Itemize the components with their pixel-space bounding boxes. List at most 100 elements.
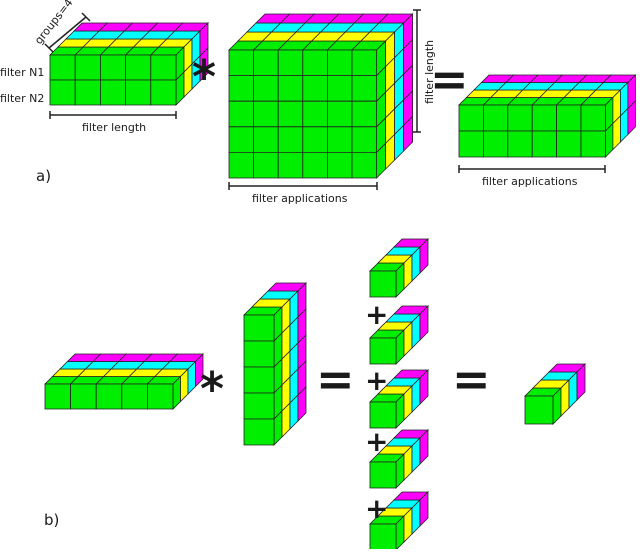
convolution-operator-b: *: [200, 362, 224, 416]
front-cell: [351, 151, 378, 179]
front-cell: [369, 270, 397, 298]
front-cell: [228, 75, 255, 102]
side-cell: [419, 238, 429, 274]
filter-block-b: [44, 353, 204, 410]
side-cell: [403, 115, 414, 152]
filter-applications-label-1: filter applications: [252, 192, 348, 205]
front-cell: [369, 401, 397, 429]
front-cell: [121, 383, 148, 410]
front-cell: [100, 54, 126, 81]
filter-applications-bracket-2: [458, 165, 606, 173]
filter-applications-label-2: filter applications: [482, 175, 578, 188]
front-cell: [351, 49, 378, 76]
front-cell: [243, 392, 275, 420]
front-cell: [369, 523, 397, 551]
partial-product-3: [369, 369, 429, 429]
front-cell: [326, 100, 353, 128]
front-cell: [253, 100, 279, 128]
front-cell: [507, 104, 533, 132]
front-cell: [125, 79, 152, 106]
front-cell: [580, 130, 606, 158]
part-a-label: a): [36, 167, 51, 185]
plus-operator-2: +: [365, 364, 388, 397]
partial-product-1: [369, 238, 429, 298]
front-cell: [150, 79, 177, 106]
front-cell: [326, 75, 353, 102]
front-cell: [277, 126, 304, 153]
equals-operator-b1: =: [316, 352, 355, 406]
front-cell: [302, 75, 328, 102]
front-cell: [243, 314, 275, 342]
front-cell: [243, 366, 275, 394]
front-cell: [326, 49, 353, 76]
output-block-a: [458, 74, 637, 158]
groups-bracket: [44, 12, 91, 53]
filter-length-label: filter length: [82, 121, 146, 134]
front-cell: [253, 49, 279, 76]
front-cell: [253, 126, 279, 153]
filter-block-a: [49, 22, 209, 106]
input-block-a: [228, 13, 414, 179]
partial-product-2: [369, 305, 429, 365]
front-cell: [228, 49, 255, 76]
front-cell: [524, 395, 554, 425]
front-cell: [243, 340, 275, 368]
front-cell: [49, 54, 76, 81]
front-cell: [369, 461, 397, 489]
equals-operator-a: =: [430, 52, 469, 106]
partial-product-4: [369, 429, 429, 489]
equals-operator-b2: =: [452, 352, 491, 406]
front-cell: [531, 130, 557, 158]
result-block-b: [524, 363, 586, 425]
front-cell: [49, 79, 76, 106]
side-cell: [576, 363, 586, 401]
side-cell: [627, 100, 636, 136]
front-cell: [277, 49, 304, 76]
side-cell: [419, 369, 429, 405]
plus-operator-4: +: [365, 492, 388, 525]
front-cell: [44, 383, 71, 410]
front-cell: [302, 151, 328, 179]
front-cell: [150, 54, 177, 81]
front-cell: [369, 337, 397, 365]
side-cell: [297, 386, 307, 422]
front-cell: [277, 100, 304, 128]
filter-length-vertical-bracket: [413, 9, 421, 133]
front-cell: [556, 104, 582, 132]
front-cell: [253, 151, 279, 179]
front-cell: [351, 126, 378, 153]
front-cell: [302, 100, 328, 128]
front-cell: [302, 49, 328, 76]
filter-n2-label: filter N2: [0, 92, 44, 105]
input-column-b: [243, 282, 307, 446]
filter-length-bracket: [49, 111, 177, 119]
partial-products-b: [369, 238, 429, 551]
front-cell: [482, 130, 509, 158]
front-cell: [326, 126, 353, 153]
front-cell: [458, 130, 484, 158]
front-cell: [326, 151, 353, 179]
partial-product-5: [369, 491, 429, 551]
front-cell: [531, 104, 557, 132]
front-cell: [277, 151, 304, 179]
front-cell: [228, 100, 255, 128]
front-cell: [580, 104, 606, 132]
front-cell: [458, 104, 484, 132]
front-cell: [70, 383, 97, 410]
front-cell: [482, 104, 509, 132]
side-cell: [419, 491, 429, 527]
front-cell: [74, 79, 101, 106]
filter-length-vertical-label: filter length: [423, 40, 436, 104]
side-cell: [199, 47, 209, 82]
side-cell: [195, 353, 204, 388]
filter-applications-bracket-1: [228, 182, 378, 190]
side-cell: [419, 305, 429, 341]
side-cell: [419, 429, 429, 465]
front-cell: [243, 418, 275, 446]
plus-operator-1: +: [365, 298, 388, 331]
front-cell: [302, 126, 328, 153]
part-b-label: b): [44, 511, 59, 529]
front-cell: [228, 151, 255, 179]
